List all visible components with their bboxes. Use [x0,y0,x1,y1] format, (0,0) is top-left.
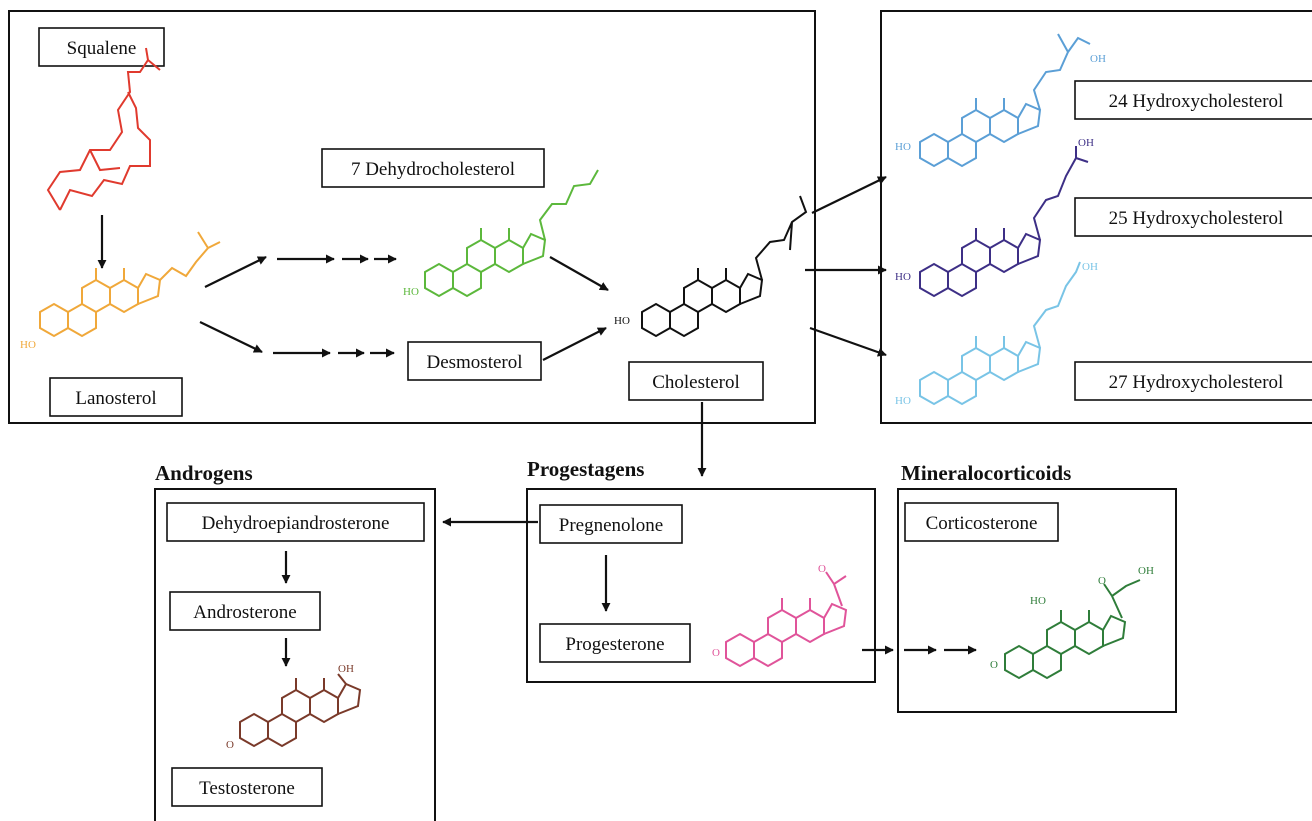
progesterone-structure: O O [712,563,847,667]
progestagens-heading: Progestagens [527,457,644,481]
svg-text:O: O [1098,575,1106,587]
arrow-7dhc-cholesterol [549,256,609,291]
svg-text:27 Hydroxycholesterol: 27 Hydroxycholesterol [1109,372,1284,393]
svg-text:Corticosterone: Corticosterone [926,513,1038,534]
squalene-label: Squalene [38,27,165,67]
svg-text:O: O [818,563,826,575]
svg-text:HO: HO [403,286,419,298]
svg-text:O: O [990,659,998,671]
svg-text:HO: HO [895,395,911,407]
lanosterol-structure: HO [20,231,221,351]
pregnenolone-label: Pregnenolone [539,504,683,544]
svg-text:HO: HO [20,339,36,351]
mineralocorticoids-panel [897,488,1177,713]
progesterone-label: Progesterone [539,623,691,663]
dehydrocholesterol-label: 7 Dehydrocholesterol [321,148,545,188]
cholesterol-label: Cholesterol [628,361,764,401]
svg-text:7 Dehydrocholesterol: 7 Dehydrocholesterol [351,159,515,180]
svg-text:OH: OH [1078,137,1094,149]
dhea-label: Dehydroepiandrosterone [166,502,425,542]
mineralocorticoids-heading: Mineralocorticoids [901,461,1071,485]
svg-text:Androsterone: Androsterone [193,602,296,623]
testosterone-label: Testosterone [171,767,323,807]
lanosterol-label: Lanosterol [49,377,183,417]
hydroxy25-label: 25 Hydroxycholesterol [1074,197,1312,237]
svg-text:OH: OH [338,663,354,675]
svg-text:Testosterone: Testosterone [199,778,295,799]
corticosterone-label: Corticosterone [904,502,1059,542]
svg-text:OH: OH [1082,261,1098,273]
svg-text:HO: HO [895,271,911,283]
svg-text:O: O [712,647,720,659]
svg-text:Desmosterol: Desmosterol [426,352,522,373]
svg-text:O: O [226,739,234,751]
arrow-desmosterol-cholesterol [542,327,607,361]
svg-text:Squalene: Squalene [67,38,137,59]
svg-text:HO: HO [614,315,630,327]
svg-text:HO: HO [895,141,911,153]
svg-text:HO: HO [1030,595,1046,607]
androgens-heading: Androgens [155,461,253,485]
cholesterol-structure: HO [614,195,808,337]
svg-text:Cholesterol: Cholesterol [652,372,740,393]
hydroxy25-structure: OH HO [895,137,1094,297]
svg-text:OH: OH [1138,565,1154,577]
dehydrocholesterol-structure: HO [403,169,599,298]
hydroxy27-label: 27 Hydroxycholesterol [1074,361,1312,401]
squalene-structure [46,47,161,211]
progestagens-panel [526,488,876,683]
svg-text:OH: OH [1090,53,1106,65]
corticosterone-structure: O OH HO O [990,565,1154,679]
hydroxy27-structure: OH HO [895,261,1098,407]
testosterone-structure: OH O [226,663,361,751]
svg-text:25 Hydroxycholesterol: 25 Hydroxycholesterol [1109,208,1284,229]
oxysterol-panel [880,10,1312,424]
androsterone-label: Androsterone [169,591,321,631]
svg-text:Progesterone: Progesterone [565,634,664,655]
svg-text:Dehydroepiandrosterone: Dehydroepiandrosterone [202,513,390,534]
pathway-arrows [97,176,977,667]
desmosterol-label: Desmosterol [407,341,542,381]
androgens-panel [154,488,436,821]
arrow-cholesterol-27oh [809,326,887,357]
arrow-cholesterol-24oh [811,176,887,214]
svg-text:Lanosterol: Lanosterol [75,388,156,409]
hydroxy24-structure: OH HO [895,33,1106,167]
arrow-lanosterol-lower [199,321,263,353]
svg-text:Pregnenolone: Pregnenolone [559,515,663,536]
arrow-lanosterol-upper [204,256,267,288]
cholesterol-synthesis-panel [8,10,816,424]
svg-text:24 Hydroxycholesterol: 24 Hydroxycholesterol [1109,91,1284,112]
hydroxy24-label: 24 Hydroxycholesterol [1074,80,1312,120]
